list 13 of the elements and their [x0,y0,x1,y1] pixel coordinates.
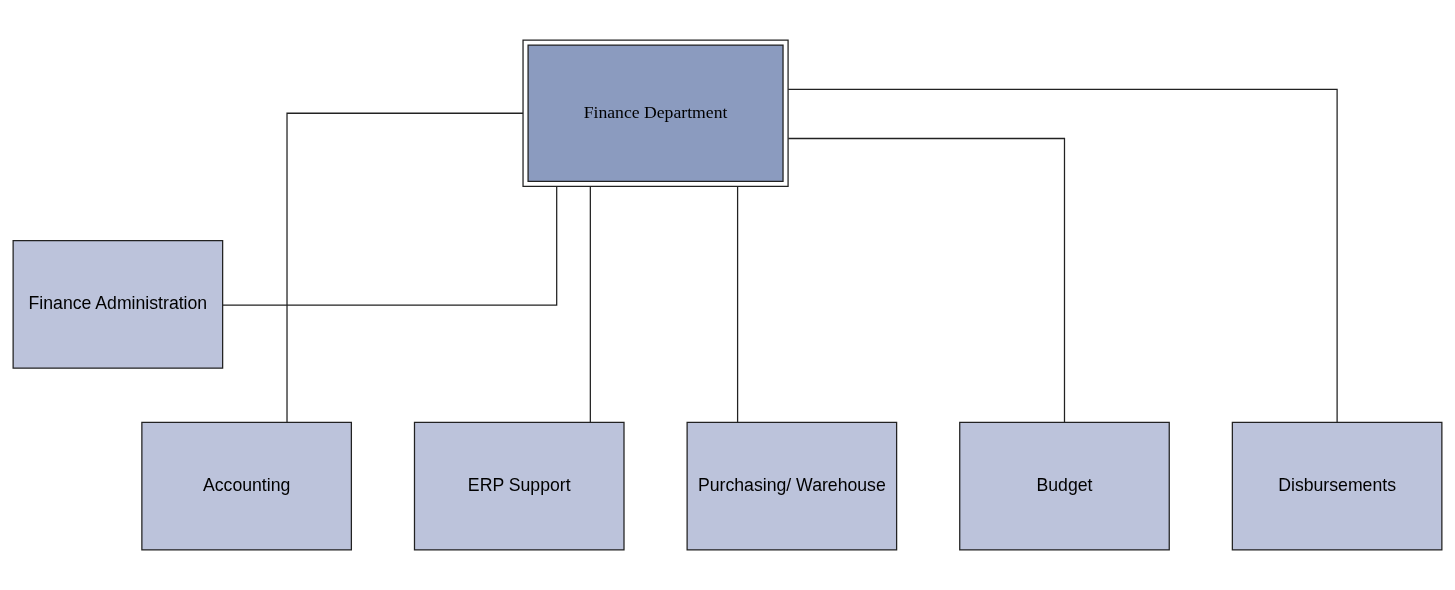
connector [589,185,591,424]
connector [736,185,739,424]
node-box: Purchasing/ Warehouse [686,421,898,551]
node-box: Finance Department [522,39,789,188]
node-box: Finance Administration [12,240,224,369]
connector [286,112,524,423]
connector [787,88,1338,424]
connector [787,137,1066,424]
node-box: Disbursements [1231,421,1443,551]
node-box: Budget [959,421,1170,551]
node-box: ERP Support [413,421,625,551]
node-box: Accounting [141,421,352,551]
connector [222,186,558,306]
